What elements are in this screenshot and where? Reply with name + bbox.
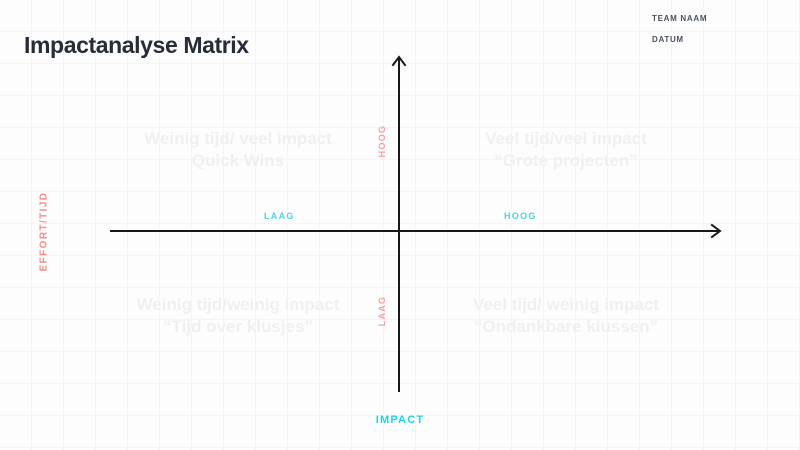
y-axis-title: EFFORT/TIJD: [38, 191, 50, 272]
quadrant-quick-wins-line2: Quick Wins: [191, 150, 285, 170]
x-axis-tick-low: LAAG: [264, 211, 295, 221]
quadrant-tijd-over-klusjes-line2: “Tijd over klusjes”: [163, 316, 313, 336]
quadrant-grote-projecten-line1: Veel tijd/veel impact: [485, 129, 647, 148]
quadrant-quick-wins-line1: Weinig tijd/ veel impact: [144, 129, 332, 148]
quadrant-quick-wins: Weinig tijd/ veel impact Quick Wins: [104, 128, 372, 172]
y-axis-tick-low: LAAG: [377, 295, 387, 327]
y-axis-line: [398, 58, 400, 392]
quadrant-grote-projecten-line2: “Grote projecten”: [494, 150, 638, 170]
quadrant-ondankbare-klussen-line2: “Ondankbare klussen”: [473, 316, 659, 336]
x-axis-line: [110, 230, 718, 232]
x-axis-title: IMPACT: [375, 414, 425, 426]
y-axis-tick-high: HOOG: [377, 124, 387, 158]
team-name-label[interactable]: TEAM NAAM: [652, 14, 708, 23]
meta-block: TEAM NAAM DATUM: [652, 14, 782, 56]
page-title: Impactanalyse Matrix: [24, 32, 249, 58]
quadrant-tijd-over-klusjes: Weinig tijd/weinig impact “Tijd over klu…: [104, 294, 372, 338]
y-axis-arrow-icon: [390, 52, 408, 70]
quadrant-ondankbare-klussen: Veel tijd/ weinig impact “Ondankbare klu…: [432, 294, 700, 338]
quadrant-ondankbare-klussen-line1: Veel tijd/ weinig impact: [472, 295, 660, 314]
x-axis-tick-high: HOOG: [504, 211, 537, 221]
date-label[interactable]: DATUM: [652, 35, 684, 44]
x-axis-arrow-icon: [707, 222, 725, 240]
quadrant-tijd-over-klusjes-line1: Weinig tijd/weinig impact: [136, 295, 340, 314]
quadrant-grote-projecten: Veel tijd/veel impact “Grote projecten”: [432, 128, 700, 172]
